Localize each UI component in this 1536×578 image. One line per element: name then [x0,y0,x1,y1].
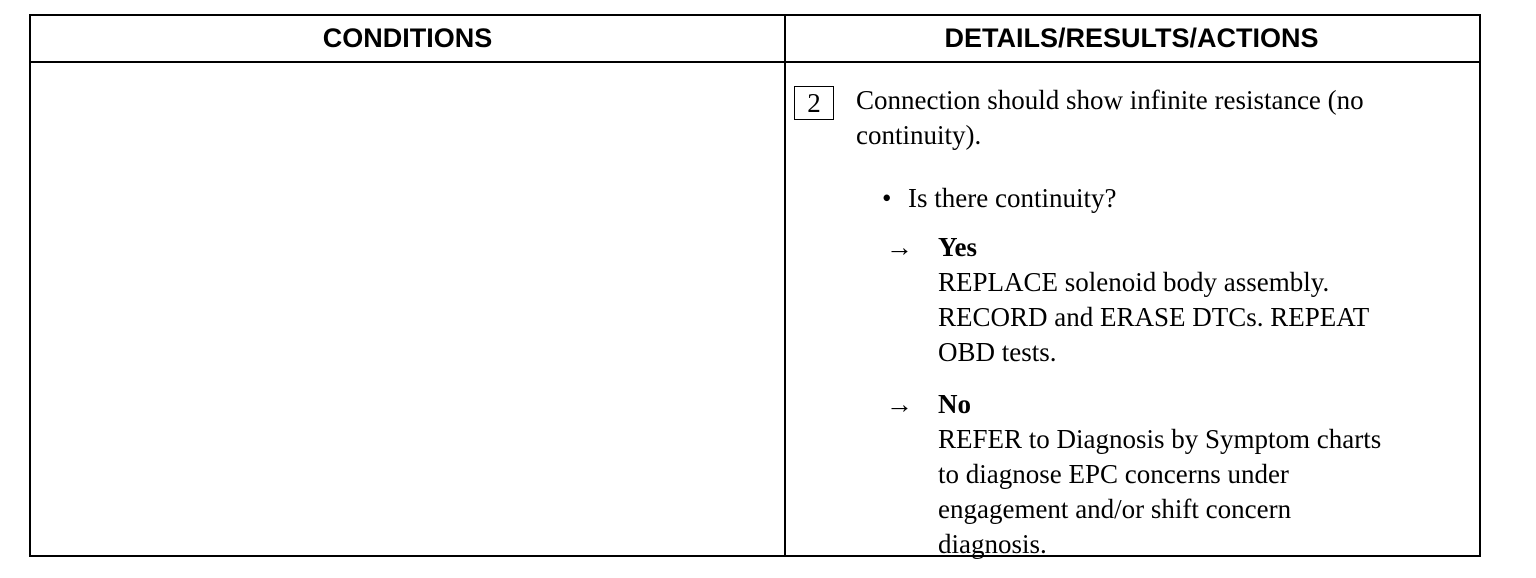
yes-label: Yes [938,232,977,262]
question-text: Is there continuity? [908,183,1117,213]
step-number-box: 2 [794,86,834,120]
question-line: • Is there continuity? [882,181,1116,216]
bullet-icon: • [882,183,892,213]
column-divider [784,16,786,555]
conditions-header: CONDITIONS [31,16,784,63]
details-cell: 2 Connection should show infinite resist… [786,63,1479,559]
no-label: No [938,389,971,419]
no-action-line-1: REFER to Diagnosis by Symptom charts [938,424,1382,454]
yes-action-line-2: RECORD and ERASE DTCs. REPEAT [938,302,1370,332]
conditions-cell [31,63,784,555]
details-results-actions-header: DETAILS/RESULTS/ACTIONS [784,16,1479,63]
right-arrow-icon: → [886,232,913,262]
no-action-line-3: engagement and/or shift concern [938,494,1292,524]
step-instruction: Connection should show infinite resistan… [856,85,1364,150]
no-action-line-2: to diagnose EPC concerns under [938,459,1289,489]
diagnostic-table: CONDITIONS DETAILS/RESULTS/ACTIONS 2 Con… [29,14,1481,559]
yes-action-line-3: OBD tests. [938,337,1057,367]
yes-action-line-1: REPLACE solenoid body assembly. [938,267,1330,297]
no-action-line-4: diagnosis. [938,529,1047,559]
right-arrow-icon: → [886,389,913,419]
step-number: 2 [807,87,821,118]
